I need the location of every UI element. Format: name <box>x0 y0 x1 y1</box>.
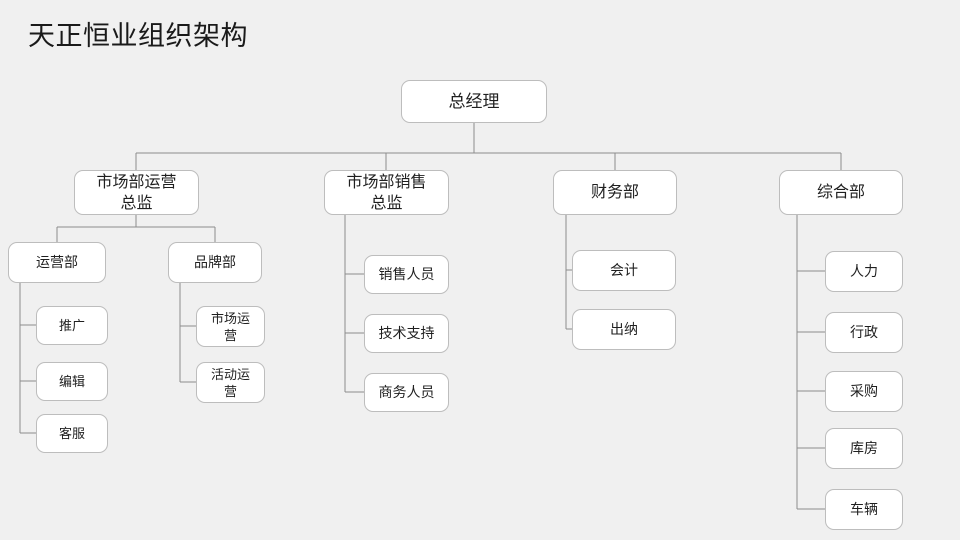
org-node-n6[interactable]: 品牌部 <box>168 242 262 283</box>
org-node-n9[interactable]: 客服 <box>36 414 108 453</box>
org-node-n10[interactable]: 市场运 营 <box>196 306 265 347</box>
org-node-n5[interactable]: 运营部 <box>8 242 106 283</box>
page-title: 天正恒业组织架构 <box>28 21 248 51</box>
org-node-n4[interactable]: 综合部 <box>779 170 903 215</box>
org-node-n14[interactable]: 商务人员 <box>364 373 449 412</box>
org-node-label: 客服 <box>58 426 85 441</box>
org-node-label: 库房 <box>850 440 878 456</box>
org-node-n15[interactable]: 会计 <box>572 250 676 291</box>
org-node-label: 会计 <box>610 262 638 278</box>
org-node-label: 总经理 <box>448 91 500 111</box>
org-node-n18[interactable]: 行政 <box>825 312 903 353</box>
org-node-label: 市场部销售 总监 <box>346 173 427 212</box>
org-node-n12[interactable]: 销售人员 <box>364 255 449 294</box>
org-node-label: 活动运 营 <box>210 366 250 399</box>
org-node-label: 商务人员 <box>378 384 435 400</box>
org-node-label: 销售人员 <box>378 266 435 282</box>
org-node-n2[interactable]: 市场部销售 总监 <box>324 170 449 215</box>
org-node-n13[interactable]: 技术支持 <box>364 314 449 353</box>
org-node-n19[interactable]: 采购 <box>825 371 903 412</box>
org-node-label: 财务部 <box>590 184 639 201</box>
org-node-label: 推广 <box>58 318 85 333</box>
org-node-label: 人力 <box>850 263 878 279</box>
org-node-n17[interactable]: 人力 <box>825 251 903 292</box>
org-node-n3[interactable]: 财务部 <box>553 170 677 215</box>
org-node-n20[interactable]: 库房 <box>825 428 903 469</box>
org-node-n7[interactable]: 推广 <box>36 306 108 345</box>
org-node-label: 市场部运营 总监 <box>96 173 177 212</box>
org-node-label: 品牌部 <box>194 254 236 270</box>
org-node-n0[interactable]: 总经理 <box>401 80 547 123</box>
org-node-label: 行政 <box>850 324 878 340</box>
org-node-label: 综合部 <box>816 184 865 201</box>
org-node-label: 车辆 <box>850 501 878 517</box>
org-node-n8[interactable]: 编辑 <box>36 362 108 401</box>
org-node-label: 运营部 <box>36 254 78 270</box>
org-node-n16[interactable]: 出纳 <box>572 309 676 350</box>
org-node-label: 市场运 营 <box>210 310 250 343</box>
org-node-n1[interactable]: 市场部运营 总监 <box>74 170 199 215</box>
org-node-label: 技术支持 <box>378 325 435 341</box>
org-node-label: 编辑 <box>58 374 85 389</box>
org-node-n11[interactable]: 活动运 营 <box>196 362 265 403</box>
org-node-label: 采购 <box>850 383 878 399</box>
org-node-label: 出纳 <box>610 321 638 337</box>
org-node-n21[interactable]: 车辆 <box>825 489 903 530</box>
